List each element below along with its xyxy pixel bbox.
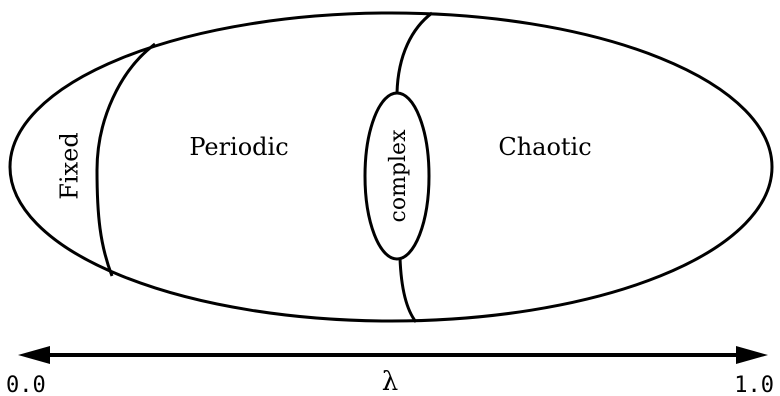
- periodic-chaotic-boundary-lower: [398, 257, 418, 323]
- complex-ellipse: [363, 91, 431, 261]
- fixed-periodic-boundary: [95, 42, 156, 277]
- axis-min-label: 0.0: [6, 373, 46, 396]
- fixed-label: Fixed: [56, 132, 84, 199]
- axis-right-arrowhead: [736, 346, 768, 364]
- axis-left-arrowhead: [18, 346, 50, 364]
- chaotic-label: Chaotic: [498, 133, 591, 161]
- periodic-chaotic-boundary-upper: [395, 11, 433, 94]
- complex-label: complex: [386, 129, 411, 223]
- periodic-label: Periodic: [189, 133, 288, 161]
- axis-max-label: 1.0: [734, 373, 774, 396]
- axis-symbol-label: λ: [382, 367, 398, 396]
- outer-ellipse: [8, 11, 774, 323]
